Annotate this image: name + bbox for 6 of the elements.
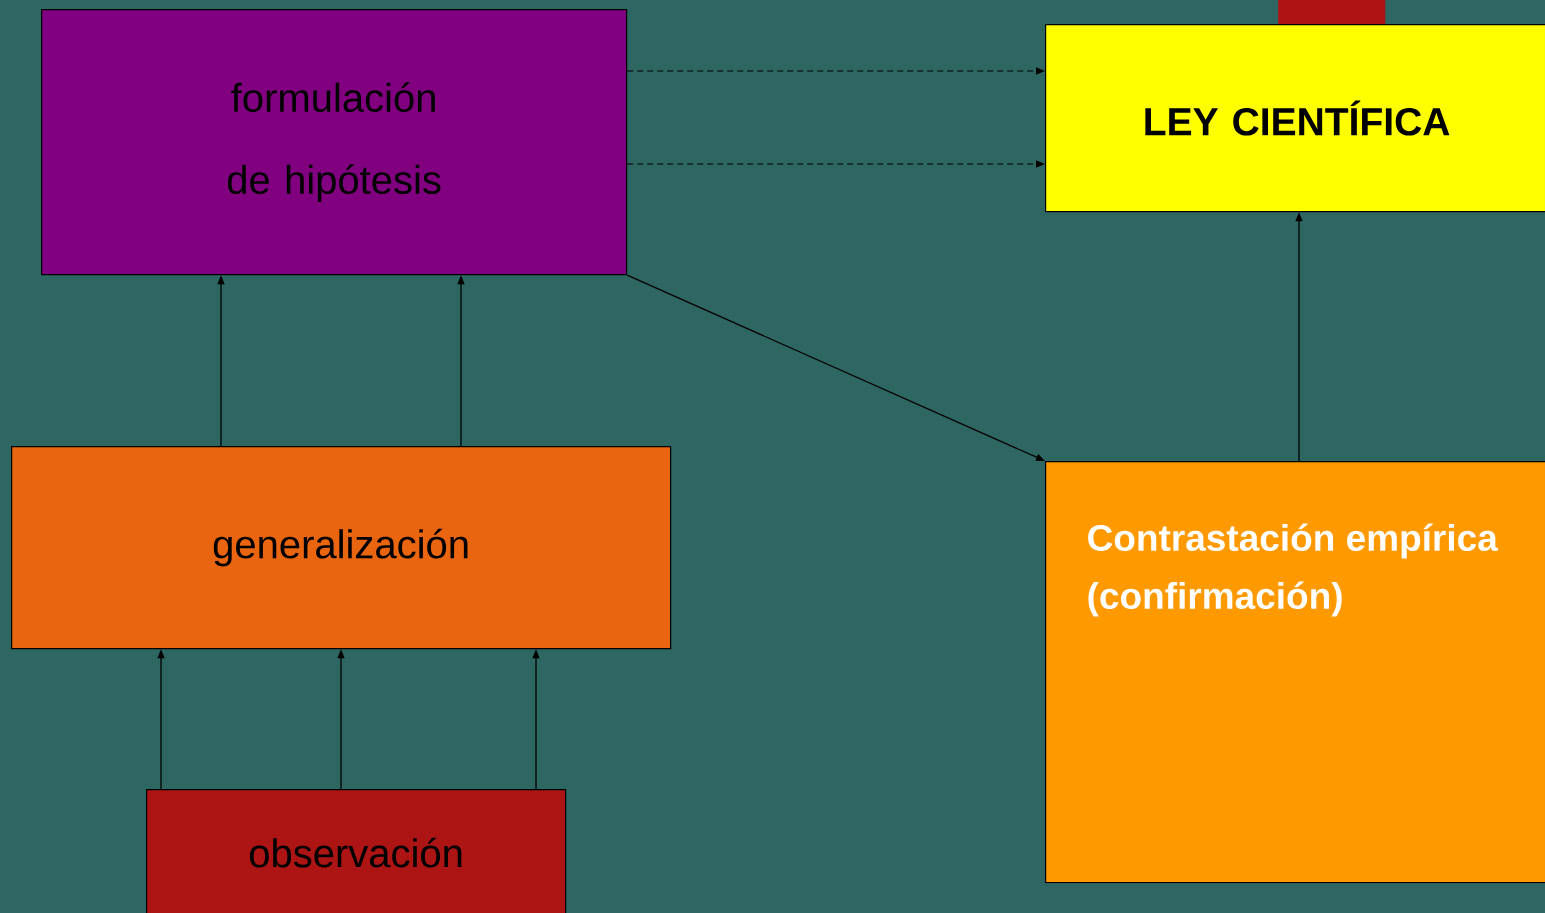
hypothesis-box: formulación de hipótesis bbox=[41, 9, 628, 276]
process-box: Contrastación empírica (confirmación) bbox=[1045, 461, 1545, 884]
box bbox=[1278, 0, 1386, 25]
law-box: LEY CIENTÍFICA bbox=[1045, 24, 1545, 213]
process-box: generalización bbox=[11, 446, 672, 650]
process-box: observación bbox=[146, 789, 567, 913]
